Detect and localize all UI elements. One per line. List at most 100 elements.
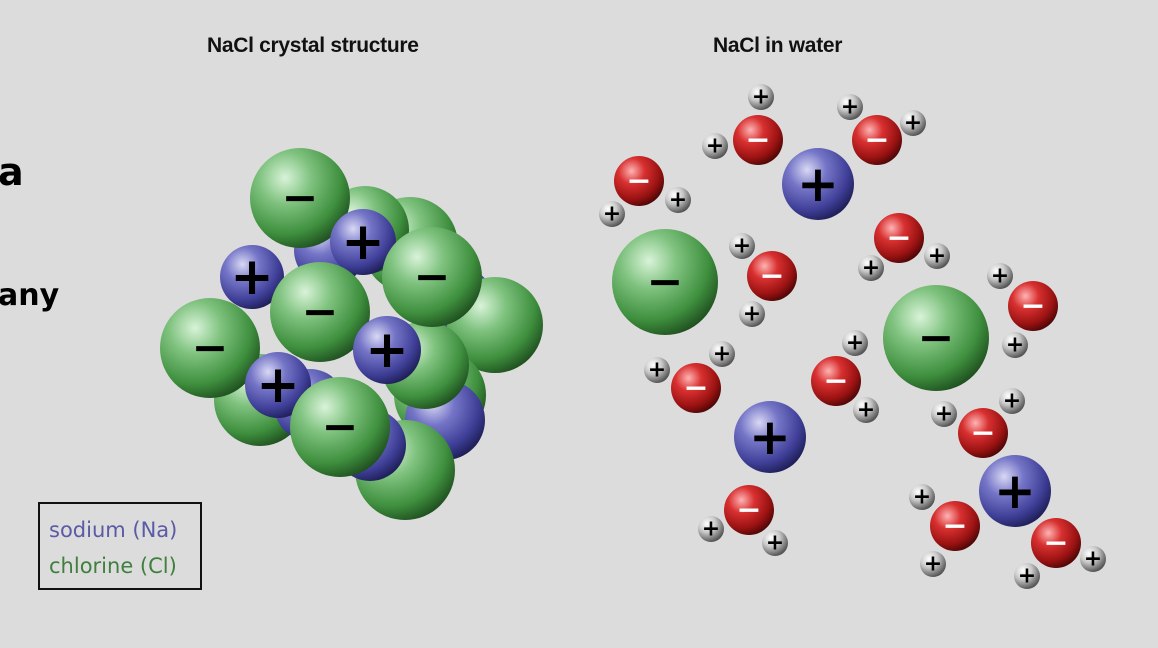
plus-sign: + (928, 244, 946, 269)
minus-sign: − (918, 313, 955, 364)
nacl-in-water-title: NaCl in water (713, 34, 843, 57)
plus-sign: + (913, 485, 931, 510)
plus-sign: + (749, 408, 791, 466)
minus-sign: − (1020, 289, 1045, 324)
sodium-ion: + (979, 455, 1051, 527)
oxygen-atom: − (671, 363, 721, 413)
oxygen-atom: − (811, 356, 861, 406)
minus-sign: − (414, 252, 451, 303)
plus-sign: + (230, 247, 274, 307)
hydrogen-atom: + (702, 133, 728, 159)
minus-sign: − (1043, 526, 1068, 561)
oxygen-atom: − (852, 115, 902, 165)
plus-sign: + (706, 134, 724, 159)
legend-chlorine-label: chlorine (Cl) (49, 554, 177, 578)
hydrogen-atom: + (739, 301, 765, 327)
plus-sign: + (1006, 333, 1024, 358)
minus-sign: − (302, 287, 339, 338)
hydrogen-atom: + (729, 233, 755, 259)
hydrogen-atom: + (842, 330, 868, 356)
minus-sign: − (736, 493, 761, 528)
sodium-ion: + (220, 245, 284, 309)
hydrogen-atom: + (909, 484, 935, 510)
crystal-lattice: −++−−−++− (160, 148, 543, 520)
oxygen-atom: − (733, 115, 783, 165)
oxygen-atom: − (930, 501, 980, 551)
chlorine-ion: − (290, 377, 390, 477)
plus-sign: + (743, 302, 761, 327)
sodium-ion: + (734, 401, 806, 473)
hydrogen-atom: + (924, 243, 950, 269)
plus-sign: + (256, 355, 300, 415)
chlorine-ion: − (270, 262, 370, 362)
chlorine-ion: − (382, 227, 482, 327)
oxygen-atom: − (958, 408, 1008, 458)
plus-sign: + (797, 155, 839, 213)
minus-sign: − (683, 371, 708, 406)
plus-sign: + (862, 256, 880, 281)
sodium-ion: + (245, 352, 311, 418)
plus-sign: + (846, 331, 864, 356)
hydrogen-atom: + (1014, 563, 1040, 589)
minus-sign: − (282, 173, 319, 224)
minus-sign: − (759, 259, 784, 294)
minus-sign: − (745, 123, 770, 158)
sodium-ion: + (330, 209, 396, 275)
plus-sign: + (1084, 547, 1102, 572)
hydrogen-atom: + (698, 516, 724, 542)
hydrogen-atom: + (858, 255, 884, 281)
oxygen-atom: − (747, 251, 797, 301)
hydrogen-atom: + (748, 84, 774, 110)
hydrogen-atom: + (644, 357, 670, 383)
oxygen-atom: − (724, 485, 774, 535)
legend-box: sodium (Na) chlorine (Cl) (38, 502, 202, 590)
hydrogen-atom: + (665, 187, 691, 213)
hydrogen-atom: + (1002, 332, 1028, 358)
plus-sign: + (752, 85, 770, 110)
hydrogen-atom: + (931, 401, 957, 427)
plus-sign: + (935, 402, 953, 427)
hydrogen-atom: + (853, 397, 879, 423)
minus-sign: − (970, 416, 995, 451)
oxygen-atom: − (1031, 518, 1081, 568)
minus-sign: − (322, 402, 359, 453)
chlorine-ion: − (612, 229, 718, 335)
plus-sign: + (702, 517, 720, 542)
hydrogen-atom: + (599, 201, 625, 227)
hydrogen-atom: + (987, 263, 1013, 289)
oxygen-atom: − (874, 213, 924, 263)
plus-sign: + (841, 95, 859, 120)
minus-sign: − (823, 364, 848, 399)
legend-sodium-label: sodium (Na) (49, 518, 178, 542)
plus-sign: + (648, 358, 666, 383)
hydrogen-atom: + (1080, 546, 1106, 572)
sodium-ion: + (782, 148, 854, 220)
plus-sign: + (603, 202, 621, 227)
oxygen-atom: − (614, 156, 664, 206)
minus-sign: − (626, 164, 651, 199)
hydrogen-atom: + (709, 341, 735, 367)
plus-sign: + (924, 552, 942, 577)
plus-sign: + (669, 188, 687, 213)
plus-sign: + (365, 320, 409, 380)
solution-scene: −−++++−+++−−++−+++−++−+++−+−+++−−+++−+−+… (599, 84, 1106, 589)
crystal-structure-title: NaCl crystal structure (207, 34, 419, 57)
chlorine-ion: − (160, 298, 260, 398)
hydrogen-atom: + (837, 94, 863, 120)
hydrogen-atom: + (999, 388, 1025, 414)
minus-sign: − (942, 509, 967, 544)
sodium-ion: + (353, 316, 421, 384)
minus-sign: − (864, 123, 889, 158)
clipped-text-line-2: any (0, 278, 60, 313)
oxygen-atom: − (1008, 281, 1058, 331)
plus-sign: + (857, 398, 875, 423)
minus-sign: − (647, 257, 684, 308)
plus-sign: + (766, 531, 784, 556)
hydrogen-atom: + (762, 530, 788, 556)
plus-sign: + (904, 111, 922, 136)
clipped-text-line-1: a (0, 150, 24, 194)
chlorine-ion: − (883, 285, 989, 391)
hydrogen-atom: + (920, 551, 946, 577)
plus-sign: + (991, 264, 1009, 289)
